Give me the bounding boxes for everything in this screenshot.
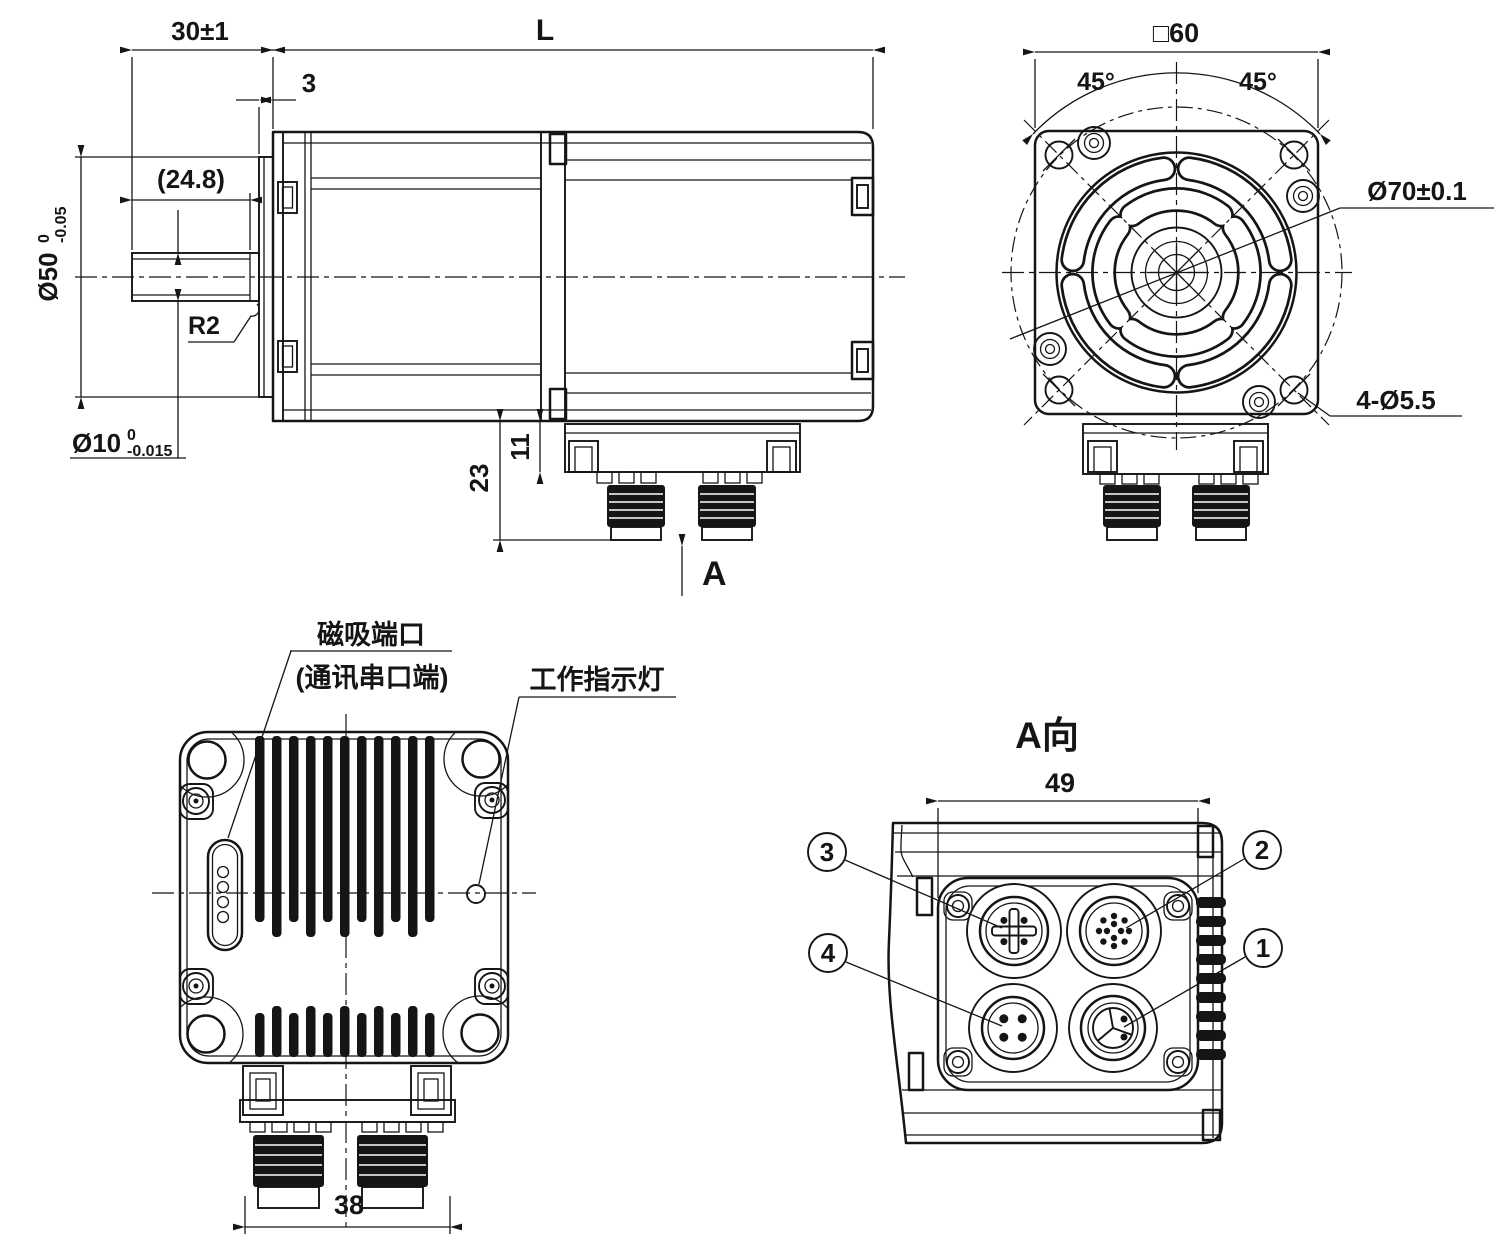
dim-shaft-dia: Ø10: [72, 428, 121, 458]
connector-1-power-out: [1068, 983, 1158, 1073]
indicator-led: [466, 884, 486, 904]
dim-boss-dia: Ø50: [33, 252, 63, 301]
dim-connector-span: 38: [334, 1190, 364, 1220]
dim-total-length: L: [536, 14, 554, 47]
dim-step-height: 11: [505, 433, 535, 461]
dim-frame-size: □60: [1153, 18, 1199, 48]
connector-2-encoder: [1066, 883, 1162, 979]
a-view-title: A向: [1015, 715, 1079, 756]
dim-angle-left: 45°: [1077, 68, 1115, 96]
dim-angle-right: 45°: [1239, 68, 1277, 96]
motor-body: [271, 130, 875, 423]
dim-shaft-tol-upper: 0: [127, 427, 136, 444]
dim-connector-height: 23: [464, 464, 494, 493]
connector-4-io: [968, 983, 1058, 1073]
rear-view: 38 磁吸端口 (通讯串口端) 工作指示灯: [152, 620, 676, 1234]
dim-shaft-tol-lower: -0.015: [127, 443, 172, 460]
dim-boss-tol-upper: 0: [36, 234, 53, 243]
a-view-body: [887, 821, 1226, 1145]
dim-plate-width: 49: [1045, 768, 1075, 798]
front-cover-screws: [1033, 126, 1320, 419]
side-view: 30±1 L 3 (24.8) Ø50 0 -0.05 R2 Ø10 0 -0.…: [33, 14, 905, 596]
callout-2: 2: [1255, 835, 1269, 865]
rear-body-outline: [178, 730, 510, 1065]
dim-bolt-circle: Ø70±0.1: [1367, 176, 1467, 206]
callout-circle-4: [808, 933, 848, 973]
label-magnetic-port: 磁吸端口: [317, 620, 425, 650]
callout-3: 3: [820, 837, 834, 867]
callout-circle-3: [807, 832, 847, 872]
front-connector-housing: [1082, 423, 1269, 541]
side-connector-housing: [564, 423, 801, 541]
rear-annotations: 38 磁吸端口 (通讯串口端) 工作指示灯: [227, 620, 676, 1234]
callout-1: 1: [1256, 933, 1270, 963]
rear-corner-holes: [186, 739, 501, 1054]
front-dimensions: □60 45° 45° Ø70±0.1 4-Ø5.5: [1009, 18, 1494, 417]
connector-3-power-in: [966, 883, 1062, 979]
dim-spigot: 3: [302, 68, 316, 98]
dim-boss-dia-group: Ø50 0 -0.05: [33, 206, 70, 301]
dim-mount-holes: 4-Ø5.5: [1356, 385, 1436, 415]
rear-screws: [180, 782, 508, 1005]
a-view-fins: [1196, 897, 1226, 1060]
side-dimensions: 30±1 L 3 (24.8) Ø50 0 -0.05 R2 Ø10 0 -0.…: [33, 14, 885, 596]
callout-circle-2: [1242, 830, 1282, 870]
dim-boss-tol-lower: -0.05: [53, 206, 70, 243]
label-indicator: 工作指示灯: [530, 665, 665, 695]
dim-flat-length: (24.8): [157, 164, 225, 194]
rear-connector-bracket: [239, 1065, 456, 1209]
a-view-callouts: 3 2 4 1: [807, 830, 1283, 1028]
callout-circle-1: [1243, 928, 1283, 968]
heatsink-fins: [255, 736, 435, 1057]
connector-plate: [936, 876, 1200, 1092]
dim-fillet: R2: [188, 312, 220, 340]
front-view: □60 45° 45° Ø70±0.1 4-Ø5.5: [1002, 18, 1494, 541]
side-cable-connectors: [607, 485, 756, 541]
dim-shaft-length: 30±1: [171, 16, 229, 46]
magnetic-port-slot: [206, 838, 244, 952]
label-serial-port: (通讯串口端): [296, 663, 449, 693]
a-view-dimensions: 49: [926, 768, 1210, 898]
view-arrow-label: A: [702, 555, 727, 593]
a-view: A向: [807, 715, 1283, 1145]
rear-corner-lobes: [180, 732, 508, 1063]
callout-4: 4: [821, 938, 836, 968]
